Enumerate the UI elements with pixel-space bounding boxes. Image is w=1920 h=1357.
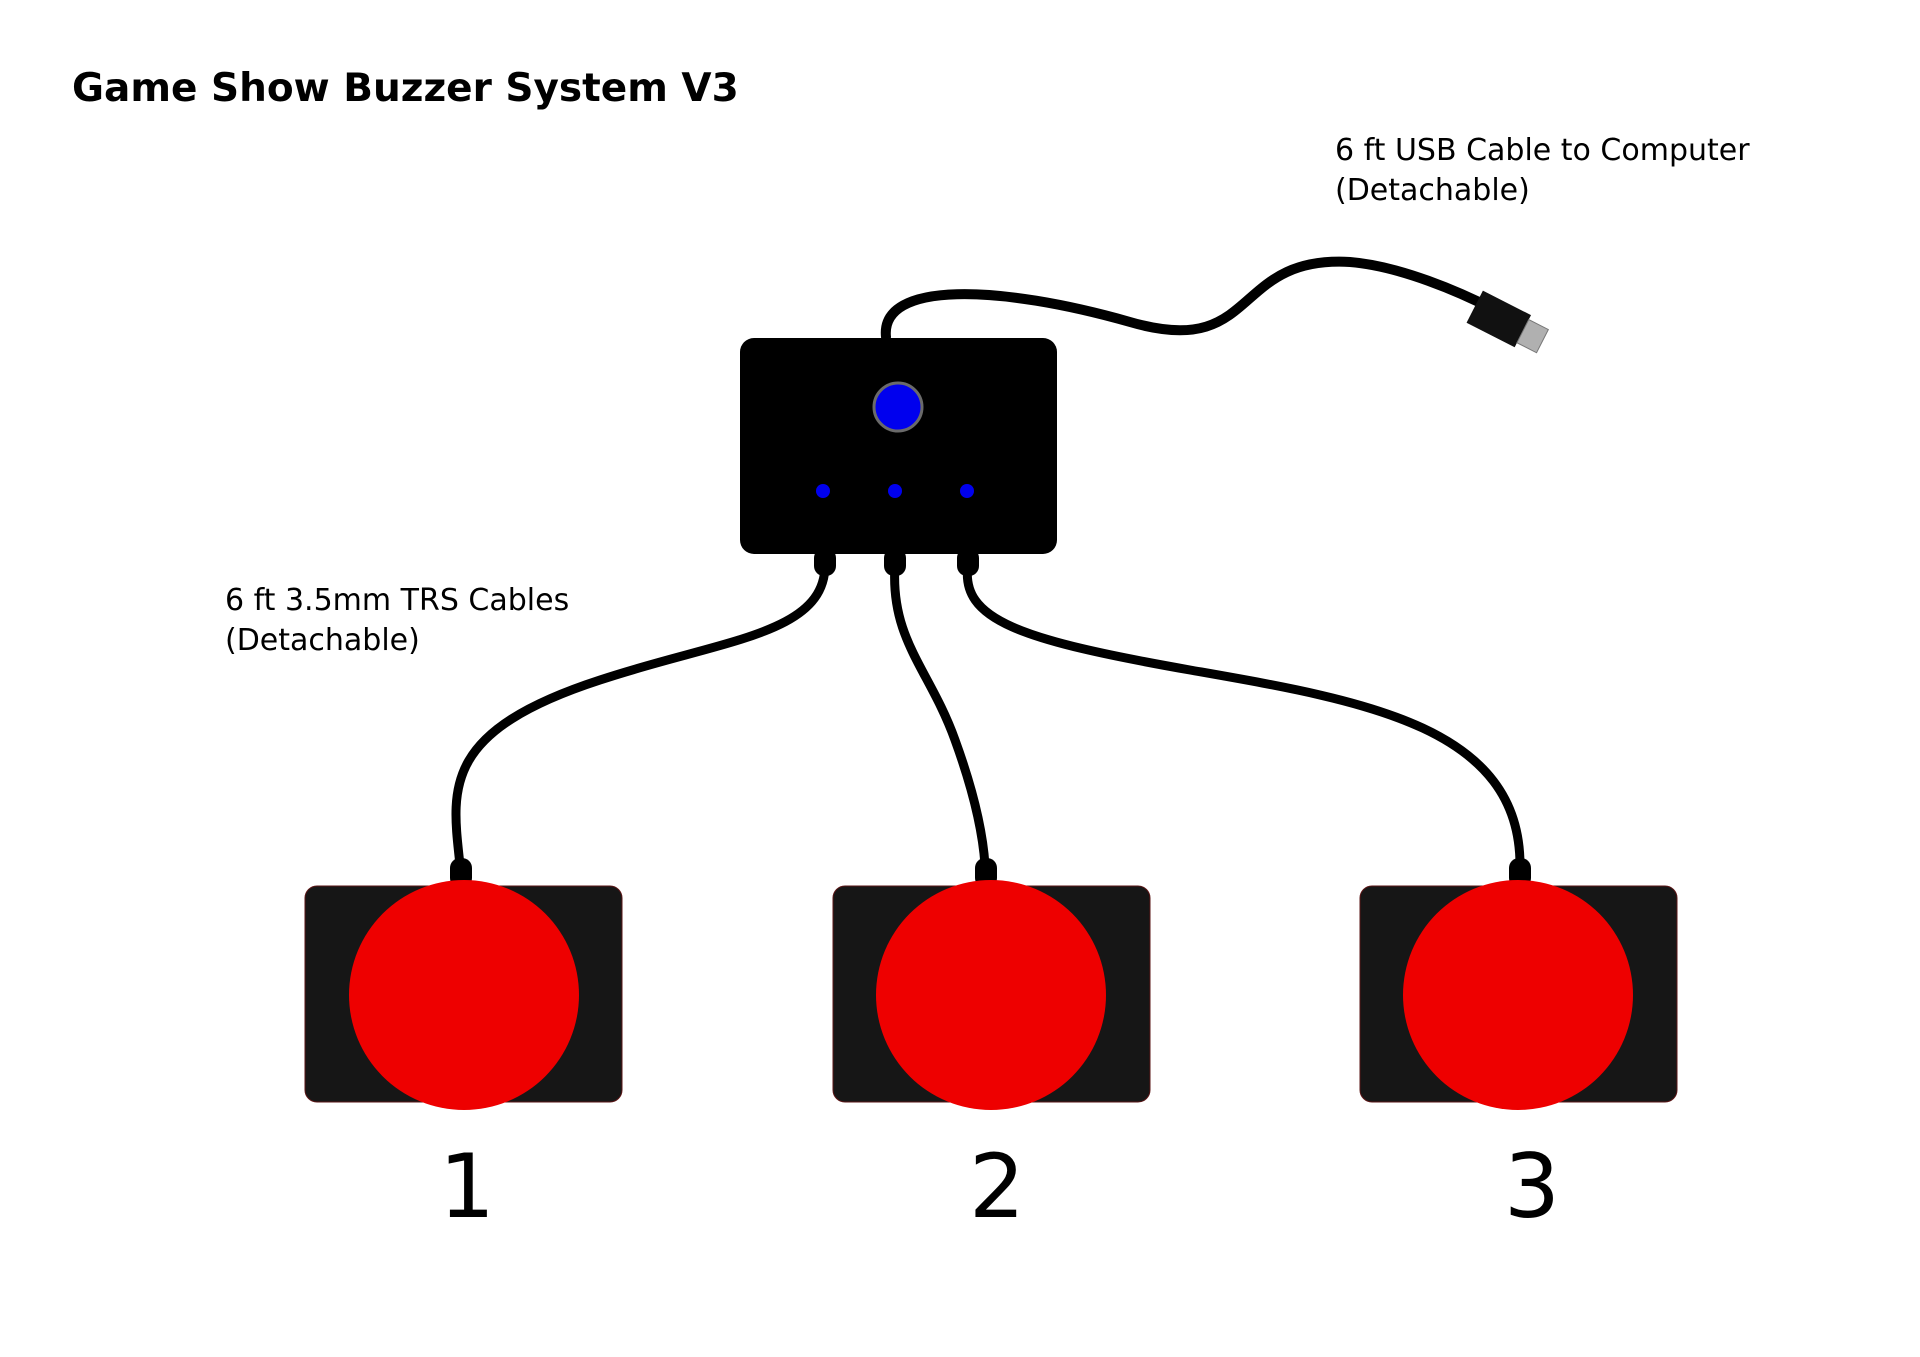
hub-jack-1: [814, 548, 836, 576]
hub-jack-2: [884, 548, 906, 576]
trs-cable-1: [451, 560, 830, 870]
usb-cable-label: 6 ft USB Cable to Computer: [1335, 133, 1750, 168]
trs-cables-detachable-label: (Detachable): [225, 623, 420, 658]
buzzer-2-number: 2: [969, 1135, 1025, 1238]
usb-cable-detachable-label: (Detachable): [1335, 173, 1530, 208]
trs-cables-label: 6 ft 3.5mm TRS Cables: [225, 583, 570, 618]
hub-led-3: [960, 484, 974, 498]
usb-cable: [880, 256, 1500, 342]
diagram-title: Game Show Buzzer System V3: [72, 66, 739, 111]
buzzer-2-button: [876, 880, 1106, 1110]
buzzer-3: [1359, 858, 1678, 1110]
buzzer-3-number: 3: [1504, 1135, 1560, 1238]
hub-jack-3: [957, 548, 979, 576]
hub-led-1: [816, 484, 830, 498]
trs-cable-2: [890, 560, 990, 870]
buzzer-1: [304, 858, 623, 1110]
buzzer-3-button: [1403, 880, 1633, 1110]
buzzer-1-button: [349, 880, 579, 1110]
trs-cable-3: [962, 560, 1525, 870]
hub-body: [740, 338, 1057, 554]
buzzer-1-number: 1: [439, 1135, 495, 1238]
hub-led-2: [888, 484, 902, 498]
hub-main-button: [872, 381, 924, 433]
usb-plug-icon: [1466, 290, 1550, 354]
buzzer-2: [832, 858, 1151, 1110]
hub: [740, 338, 1057, 576]
